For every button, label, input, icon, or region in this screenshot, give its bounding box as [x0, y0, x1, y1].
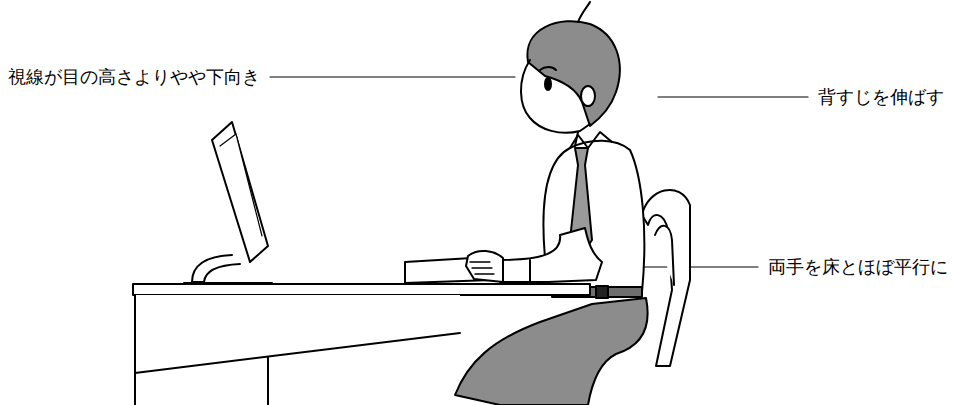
monitor [184, 122, 272, 283]
hair-tuft [578, 2, 590, 22]
cuff [529, 260, 531, 282]
legs [455, 298, 648, 405]
desk-edges [135, 295, 460, 405]
callout-label: 背すじを伸ばす [818, 85, 944, 109]
eyebrow [540, 67, 556, 70]
desk [133, 284, 590, 405]
chair [642, 190, 690, 366]
monitor-stand [192, 255, 240, 282]
ear [581, 86, 595, 106]
arm [500, 228, 602, 282]
callout-label: 視線が目の高さよりやや下向き [8, 65, 260, 89]
callout-label: 両手を床とほぼ平行に [768, 255, 948, 279]
collar [570, 132, 612, 148]
monitor-bezel [220, 134, 262, 236]
neck [575, 132, 578, 146]
chair-line [655, 226, 674, 285]
leader-line [658, 96, 808, 97]
hair [527, 21, 619, 126]
leader-lines [270, 77, 808, 267]
chair-back [642, 190, 690, 366]
monitor-screen [212, 122, 268, 262]
leader-line [270, 76, 515, 77]
hand [466, 251, 503, 282]
face [521, 60, 590, 133]
desk-panel [135, 295, 460, 373]
desk-top [133, 284, 590, 295]
fingers [470, 262, 494, 274]
belt-buckle [596, 286, 608, 298]
eye [545, 78, 551, 90]
